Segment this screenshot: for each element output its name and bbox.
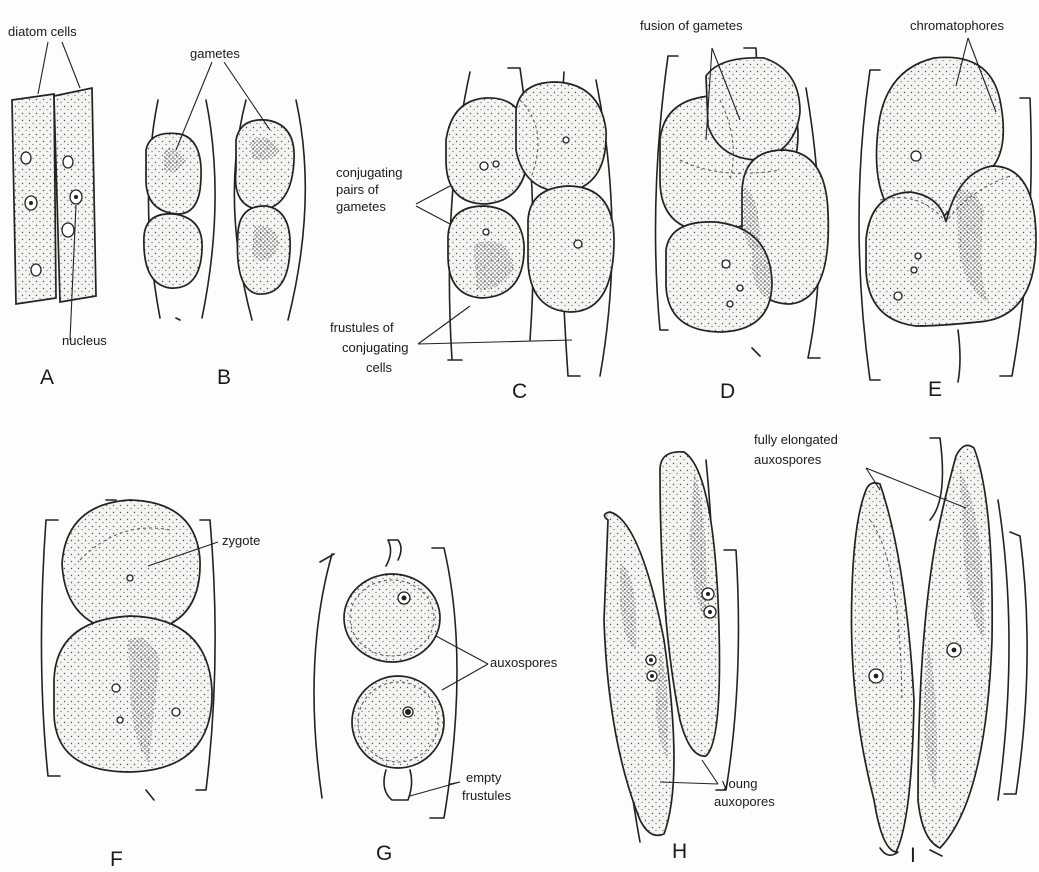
gamete-c4 (528, 186, 614, 312)
panel-label-i: I (910, 844, 916, 867)
auxospore-lower (352, 676, 444, 768)
panel-d-drawing (656, 48, 829, 358)
label-fully-1: fully elongated (754, 432, 838, 447)
label-gametes: gametes (190, 46, 240, 61)
gamete-d2 (706, 58, 800, 160)
panel-label-d: D (720, 380, 735, 403)
panel-b-drawing (144, 62, 305, 320)
panel-e-drawing (859, 38, 1036, 382)
label-conjugating-1: conjugating (336, 165, 403, 180)
elongated-auxospore-left (851, 483, 914, 852)
label-conjugating-3: gametes (336, 199, 386, 214)
gamete-b2 (144, 214, 202, 288)
gamete-b3 (236, 120, 295, 210)
panel-g-drawing (314, 540, 488, 818)
panel-f-drawing (41, 500, 218, 800)
panel-label-g: G (376, 842, 392, 865)
panel-h-drawing (604, 452, 738, 842)
label-diatom-cells: diatom cells (8, 24, 77, 39)
zygote (62, 500, 200, 632)
label-frustules-2: conjugating (342, 340, 409, 355)
label-frustules-1: frustules of (330, 320, 394, 335)
label-empty-2: frustules (462, 788, 512, 803)
gamete-b1 (146, 133, 201, 214)
panel-i-drawing (851, 438, 1027, 856)
label-frustules-3: cells (366, 360, 393, 375)
auxospore-upper (344, 574, 440, 662)
label-nucleus: nucleus (62, 333, 107, 348)
label-zygote: zygote (222, 533, 260, 548)
panel-label-a: A (40, 366, 54, 389)
panel-label-h: H (672, 840, 687, 863)
label-empty-1: empty (466, 770, 502, 785)
label-chromatophores: chromatophores (910, 18, 1004, 33)
label-fully-2: auxospores (754, 452, 822, 467)
panel-c-drawing (416, 68, 614, 376)
label-auxospores: auxospores (490, 655, 558, 670)
panel-label-c: C (512, 380, 527, 403)
label-fusion: fusion of gametes (640, 18, 743, 33)
chloroplast-body (21, 152, 31, 164)
label-young-1: young (722, 776, 757, 791)
panel-label-b: B (217, 366, 231, 389)
label-young-2: auxopores (714, 794, 775, 809)
panel-label-e: E (928, 378, 942, 401)
label-conjugating-2: pairs of (336, 182, 379, 197)
gamete-c2 (516, 82, 606, 192)
panel-label-f: F (110, 848, 123, 871)
panel-a-drawing (12, 42, 96, 340)
